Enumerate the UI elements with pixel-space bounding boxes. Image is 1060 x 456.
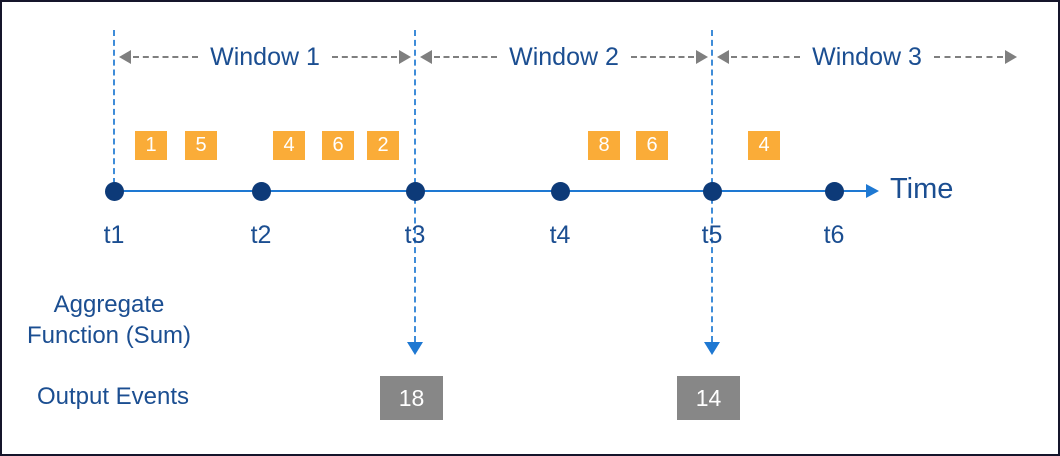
output-value-box-window2: 14 xyxy=(677,376,740,420)
event-box: 6 xyxy=(322,131,354,160)
aggregate-function-label: Aggregate Function (Sum) xyxy=(16,289,202,351)
tick-label-t3: t3 xyxy=(404,221,426,249)
window-3-span: Window 3 xyxy=(717,43,1018,71)
arrowhead-left-icon xyxy=(717,50,729,64)
timeline-dot-t1 xyxy=(105,182,124,201)
tick-label-t5: t5 xyxy=(701,221,723,249)
output-value-box-window1: 18 xyxy=(380,376,443,420)
output-arrowhead-t5-icon xyxy=(704,342,720,355)
event-box: 4 xyxy=(748,131,780,160)
window-boundary-line-t1 xyxy=(113,30,115,184)
window-2-span: Window 2 xyxy=(420,43,709,71)
dashed-line xyxy=(434,56,498,58)
timeline-dot-t2 xyxy=(252,182,271,201)
tick-label-t1: t1 xyxy=(103,221,125,249)
aggregate-line1: Aggregate xyxy=(53,291,165,318)
timeline-dot-t3 xyxy=(406,182,425,201)
event-box: 5 xyxy=(185,131,217,160)
arrowhead-right-icon xyxy=(696,50,709,64)
tick-label-t2: t2 xyxy=(250,221,272,249)
tick-label-t4: t4 xyxy=(549,221,571,249)
arrowhead-left-icon xyxy=(420,50,432,64)
window-1-label: Window 1 xyxy=(210,43,320,71)
timeline-dot-t4 xyxy=(551,182,570,201)
dashed-line xyxy=(133,56,199,58)
event-box: 6 xyxy=(636,131,668,160)
aggregate-line2: Function (Sum) xyxy=(26,322,192,349)
timeline-arrowhead-icon xyxy=(866,184,879,198)
dashed-line xyxy=(731,56,801,58)
tick-label-t6: t6 xyxy=(823,221,845,249)
event-box: 2 xyxy=(367,131,399,160)
window-2-label: Window 2 xyxy=(509,43,619,71)
event-box: 1 xyxy=(135,131,167,160)
timeline-axis-label: Time xyxy=(890,173,954,205)
arrowhead-left-icon xyxy=(119,50,131,64)
output-events-label: Output Events xyxy=(36,383,190,410)
window-1-span: Window 1 xyxy=(119,43,412,71)
arrowhead-right-icon xyxy=(399,50,412,64)
dashed-line xyxy=(933,56,1004,58)
timeline-dot-t6 xyxy=(825,182,844,201)
event-box: 4 xyxy=(273,131,305,160)
dashed-line xyxy=(331,56,398,58)
output-arrowhead-t3-icon xyxy=(407,342,423,355)
dashed-line xyxy=(630,56,695,58)
window-3-label: Window 3 xyxy=(812,43,922,71)
timeline-axis xyxy=(114,190,868,192)
arrowhead-right-icon xyxy=(1005,50,1018,64)
event-box: 8 xyxy=(588,131,620,160)
timeline-dot-t5 xyxy=(703,182,722,201)
